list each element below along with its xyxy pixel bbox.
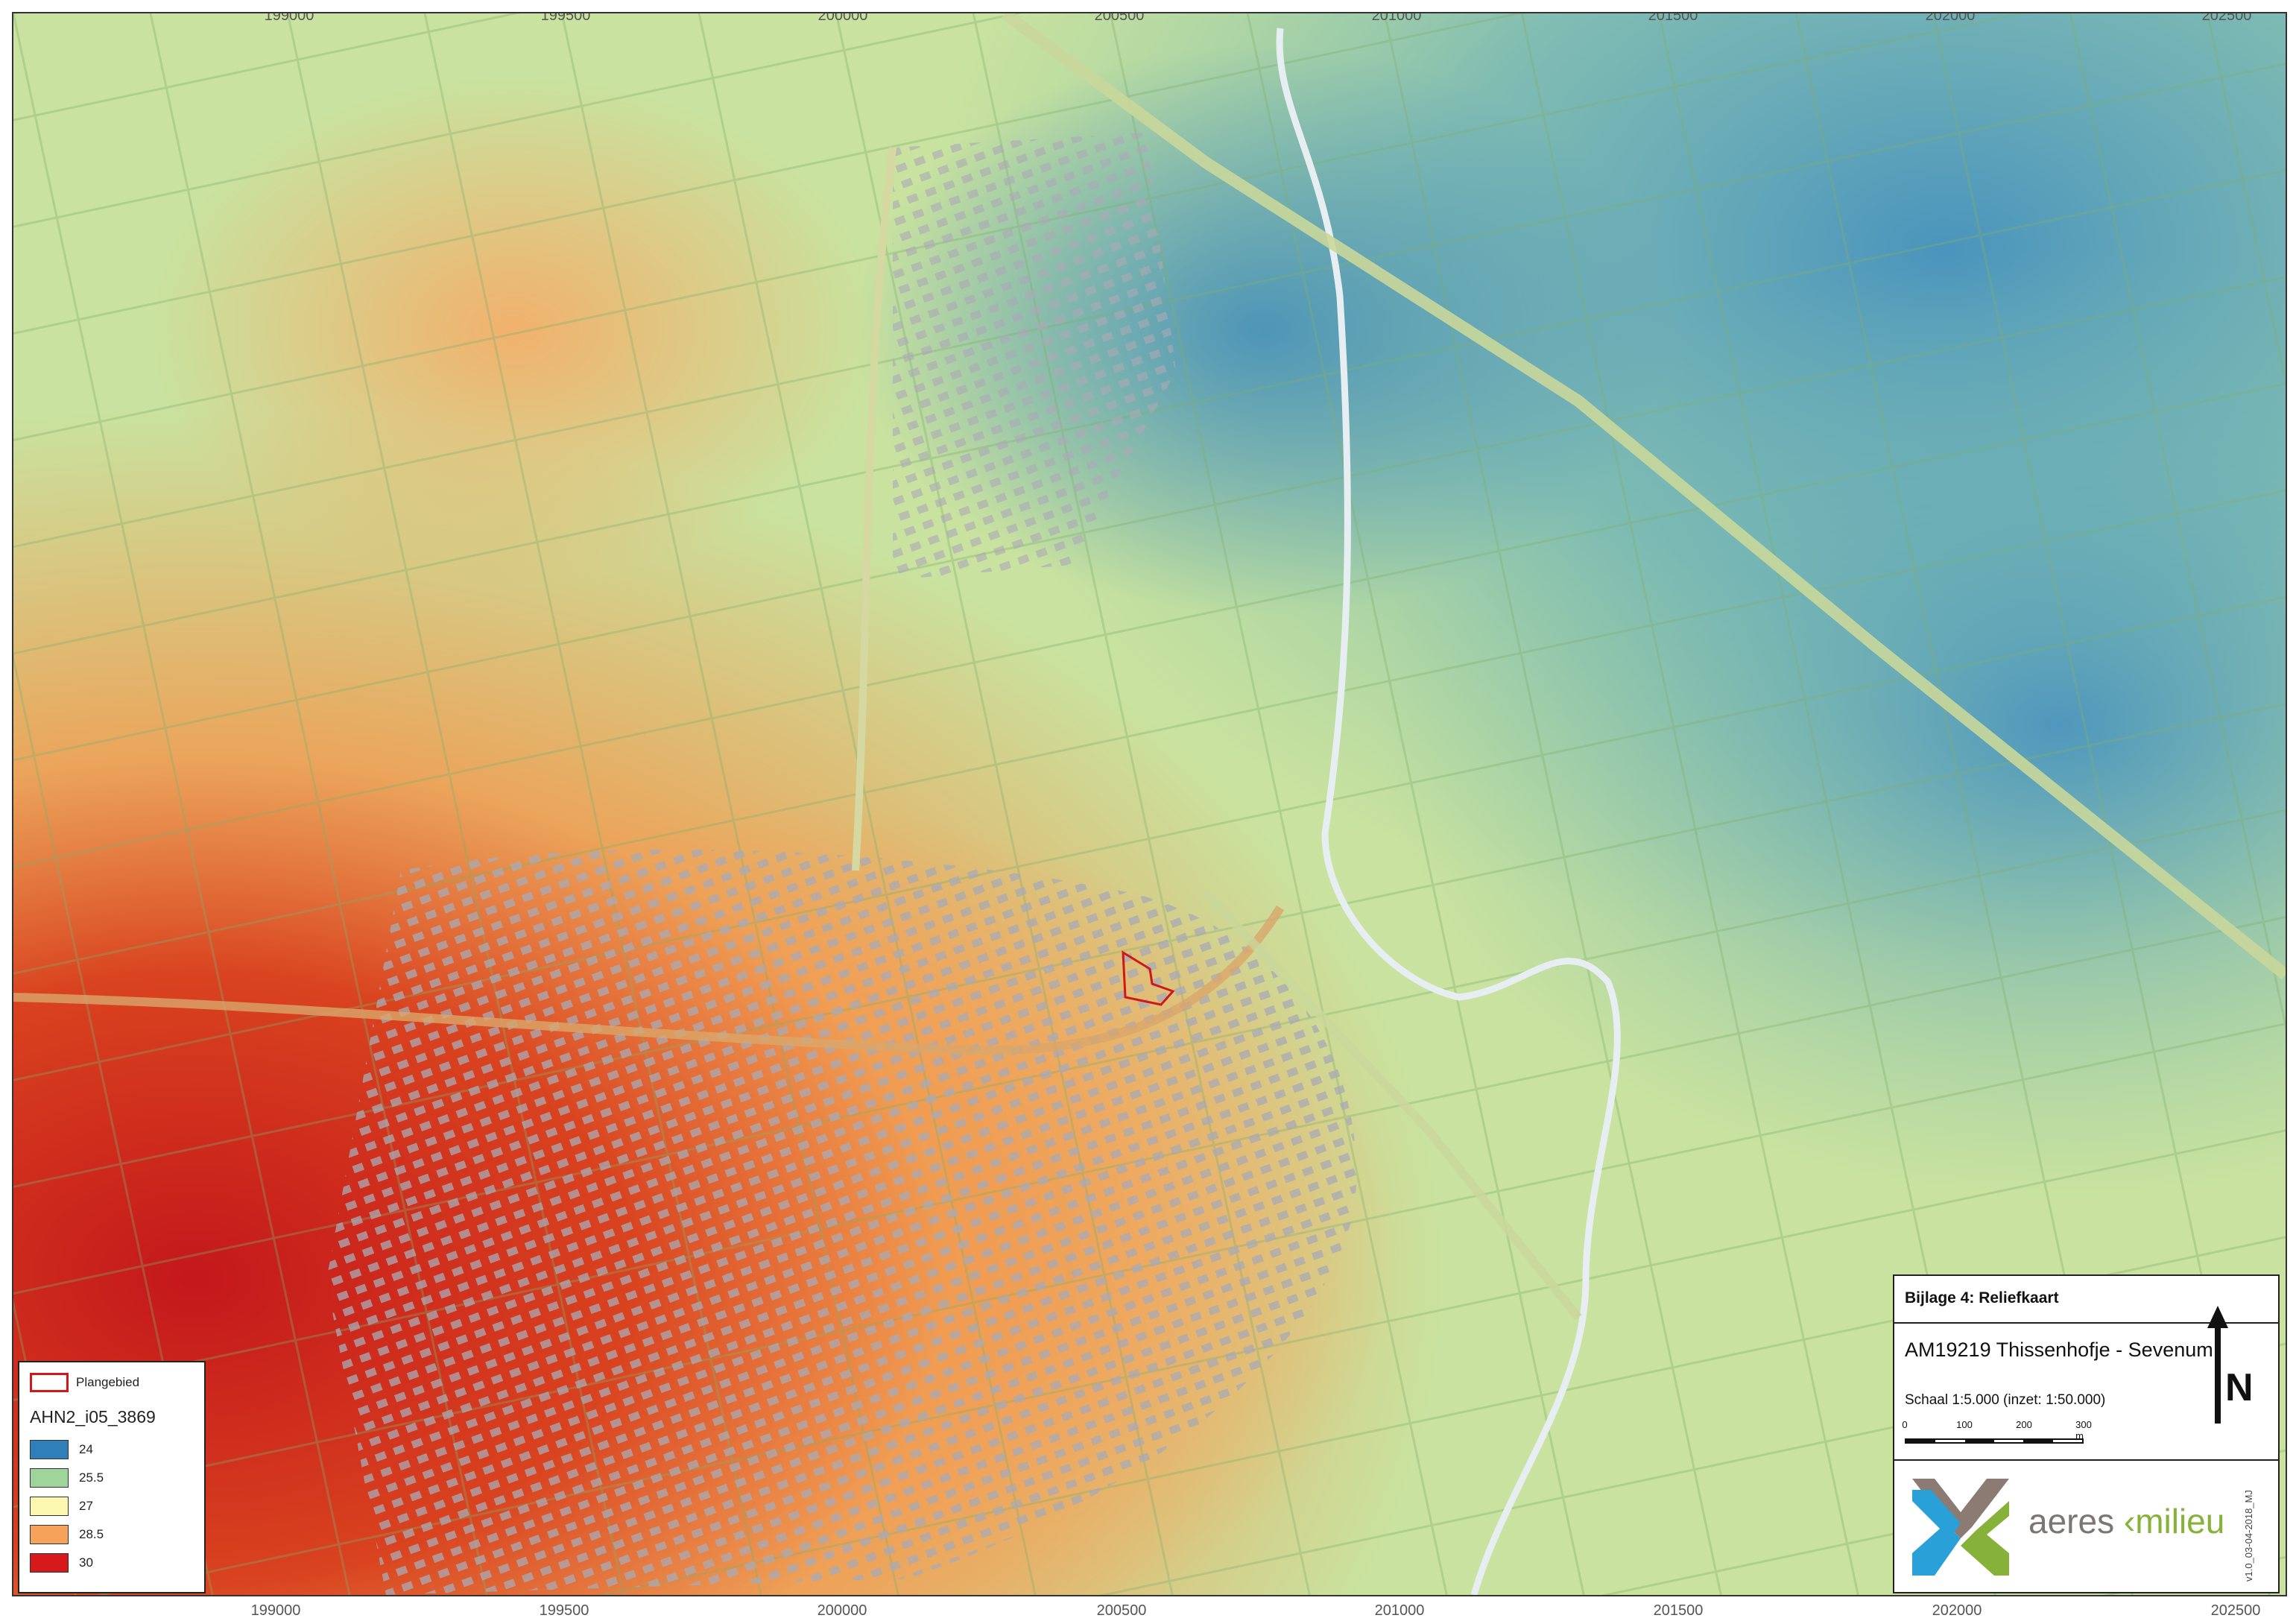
x-coord-bottom: 201000 (1374, 1602, 1425, 1619)
logo-divider (1894, 1459, 2278, 1461)
scale-tick-label: 200 (2016, 1419, 2032, 1430)
legend-classes: 24 25.5 27 28.5 30 (30, 1435, 104, 1577)
legend-class-row: 24 (30, 1435, 104, 1464)
legend-color-swatch (30, 1525, 69, 1544)
x-coord-top: 199500 (540, 12, 591, 24)
scale-ticks: 0 100 200 300 m (1902, 1419, 2091, 1441)
x-coord-bottom: 202000 (1932, 1602, 1982, 1619)
relief-raster (13, 13, 2286, 1595)
x-coord-top: 201000 (1371, 12, 1422, 24)
legend-layer-name: AHN2_i05_3869 (30, 1407, 156, 1426)
legend-color-swatch (30, 1440, 69, 1459)
project-name: AM19219 Thissenhofje - Sevenum (1905, 1339, 2213, 1361)
x-coord-bottom: 199500 (539, 1602, 589, 1619)
title-divider (1894, 1322, 2278, 1324)
north-letter: N (2225, 1366, 2254, 1409)
scale-tick-label: 100 (1956, 1419, 1973, 1430)
legend-plangebied-label: Plangebied (76, 1375, 140, 1389)
aeres-logo-text: aeres ‹milieu (2028, 1501, 2224, 1541)
relief-map[interactable]: 199000 199500 200000 200500 201000 20150… (12, 12, 2287, 1596)
legend-class-row: 28.5 (30, 1520, 104, 1549)
x-coord-top: 200000 (817, 12, 868, 24)
x-coord-top: 202000 (1925, 12, 1976, 24)
legend-class-row: 30 (30, 1549, 104, 1577)
x-coord-bottom: 200500 (1096, 1602, 1147, 1619)
legend-class-value: 28.5 (79, 1527, 104, 1541)
plangebied-swatch (30, 1373, 69, 1392)
legend-class-row: 25.5 (30, 1464, 104, 1492)
version-label: v1.0_03-04-2018_MJ (2243, 1490, 2254, 1582)
legend-color-swatch (30, 1468, 69, 1488)
legend-class-value: 30 (79, 1555, 93, 1570)
map-title: Bijlage 4: Reliefkaart (1905, 1289, 2059, 1307)
x-coord-top: 201500 (1648, 12, 1698, 24)
legend-plangebied: Plangebied (30, 1373, 139, 1392)
logo-word-milieu: ‹milieu (2123, 1502, 2225, 1541)
x-coord-bottom: 200000 (817, 1602, 867, 1619)
x-coord-bottom: 202500 (2210, 1602, 2261, 1619)
scale-bar (1905, 1438, 2084, 1444)
x-coord-top: 202500 (2201, 12, 2252, 24)
scale-tick-label: 0 (1902, 1419, 1908, 1430)
scale-text: Schaal 1:5.000 (inzet: 1:50.000) (1905, 1392, 2106, 1408)
north-arrow-icon (2207, 1306, 2228, 1424)
x-coord-bottom: 201500 (1653, 1602, 1704, 1619)
legend-class-value: 24 (79, 1442, 93, 1456)
x-coord-top: 200500 (1094, 12, 1145, 24)
legend-class-row: 27 (30, 1492, 104, 1520)
legend-class-value: 27 (79, 1499, 93, 1513)
x-coord-top: 199000 (264, 12, 314, 24)
legend-color-swatch (30, 1497, 69, 1516)
scale-tick-label: 300 m (2075, 1419, 2092, 1441)
logo-word-aeres: aeres (2028, 1502, 2115, 1541)
x-coord-bottom: 199000 (250, 1602, 301, 1619)
title-block: Bijlage 4: Reliefkaart AM19219 Thissenho… (1893, 1274, 2280, 1593)
aeres-logo-icon (1912, 1479, 2009, 1576)
legend-class-value: 25.5 (79, 1470, 104, 1485)
legend-color-swatch (30, 1553, 69, 1573)
map-legend: Plangebied AHN2_i05_3869 24 25.5 27 28.5… (18, 1361, 206, 1593)
